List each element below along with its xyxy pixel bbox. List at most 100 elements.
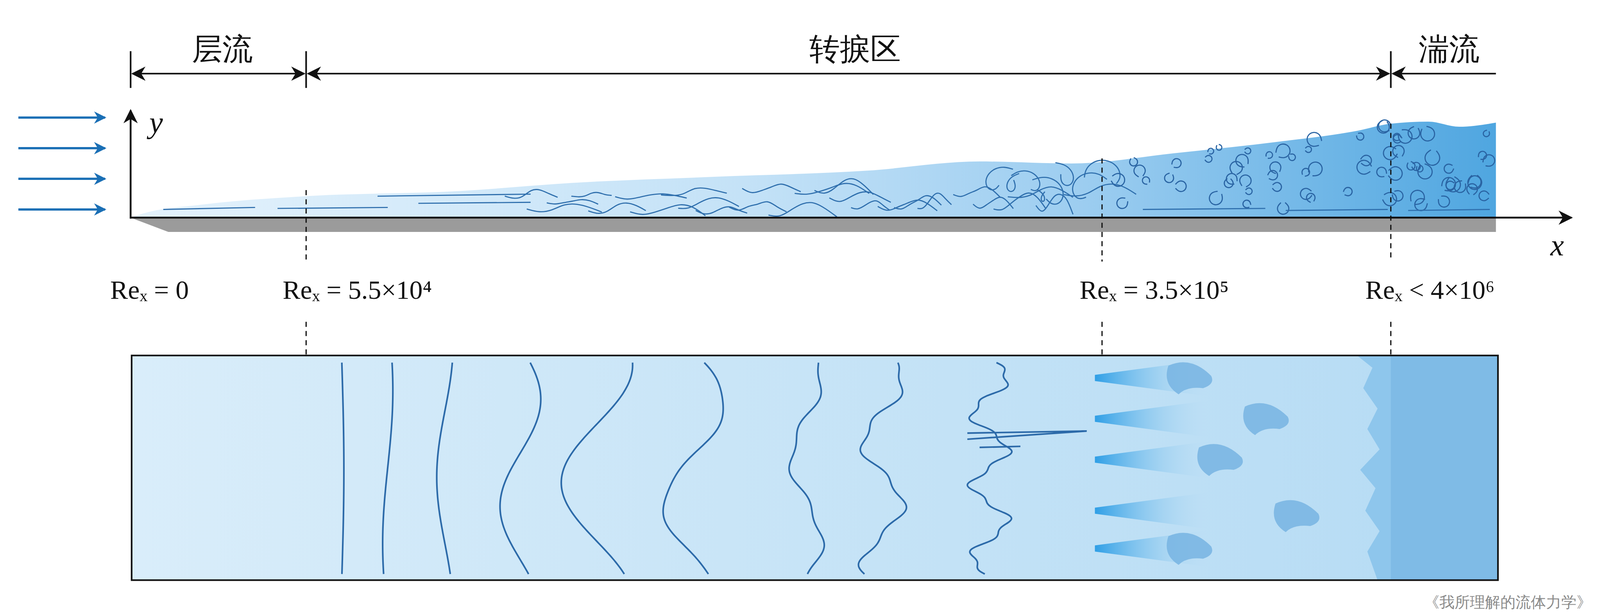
reynolds-label: Reₓ = 5.5×10⁴ bbox=[282, 275, 432, 305]
flow-curl bbox=[1072, 172, 1108, 199]
flow-streak bbox=[1063, 184, 1137, 196]
flat-plate bbox=[130, 217, 1496, 232]
turbulent-eddy bbox=[1277, 202, 1289, 215]
bracket-arrow bbox=[132, 72, 305, 75]
flow-streak bbox=[571, 192, 612, 197]
flow-streak bbox=[894, 195, 942, 209]
turbulent-eddy bbox=[1306, 193, 1316, 203]
turbulent-eddy bbox=[1308, 161, 1323, 176]
tollmien-schlichting-wave bbox=[499, 362, 541, 574]
y-axis bbox=[129, 110, 132, 219]
turbulent-eddy bbox=[1479, 190, 1490, 201]
bracket-arrow bbox=[308, 72, 1389, 75]
flow-curl bbox=[1006, 173, 1019, 192]
turbulent-eddy bbox=[1207, 148, 1214, 154]
turbulent-eddy bbox=[1444, 164, 1454, 174]
turbulent-eddy bbox=[1406, 161, 1415, 171]
region-label: 转捩区 bbox=[809, 32, 901, 66]
flow-streak bbox=[794, 183, 869, 195]
flow-streak bbox=[729, 201, 787, 212]
turbulent-spot bbox=[1273, 499, 1320, 532]
wall-streak bbox=[1285, 209, 1388, 211]
turbulent-eddy bbox=[1265, 151, 1273, 159]
bracket-tick bbox=[305, 51, 307, 88]
region-label: 湍流 bbox=[1418, 32, 1480, 66]
inflow-arrow bbox=[18, 146, 106, 150]
turbulent-eddy bbox=[1272, 182, 1282, 192]
flow-streak bbox=[504, 189, 558, 199]
inflow-arrow bbox=[18, 208, 106, 211]
turbulent-eddy bbox=[1226, 173, 1237, 185]
inflow-arrow bbox=[18, 116, 106, 119]
flow-streak bbox=[615, 193, 687, 199]
turbulent-eddy bbox=[1393, 133, 1401, 141]
turbulent-eddy bbox=[1307, 132, 1322, 147]
plan-border bbox=[131, 355, 1498, 580]
turbulent-eddy bbox=[1302, 168, 1310, 177]
flow-streak bbox=[953, 186, 1001, 198]
turbulent-eddy bbox=[1171, 158, 1182, 168]
turbulent-eddy bbox=[1267, 170, 1278, 180]
flow-streak bbox=[546, 199, 599, 205]
axis-label: x bbox=[1550, 228, 1565, 262]
turbulent-eddy bbox=[1392, 190, 1404, 201]
turbulent-eddy bbox=[1467, 175, 1482, 190]
turbulent-eddy bbox=[1245, 187, 1253, 195]
turbulent-eddy bbox=[1356, 132, 1364, 140]
wall-streak bbox=[1408, 209, 1490, 211]
turbulent-eddy bbox=[1420, 126, 1435, 141]
tollmien-schlichting-wave bbox=[382, 362, 393, 574]
station-line bbox=[1390, 123, 1392, 262]
turbulent-eddy bbox=[1288, 153, 1296, 161]
flow-streak bbox=[526, 204, 602, 213]
tollmien-schlichting-wave bbox=[967, 362, 1012, 574]
flow-streak bbox=[629, 204, 706, 216]
turbulent-eddy bbox=[1378, 119, 1392, 133]
turbulent-eddy bbox=[1478, 151, 1487, 160]
tollmien-schlichting-wave bbox=[858, 362, 907, 574]
x-axis bbox=[130, 216, 1572, 219]
turbulent-eddy bbox=[1129, 157, 1138, 166]
reynolds-label: Reₓ < 4×10⁶ bbox=[1365, 275, 1495, 305]
flow-curl bbox=[1011, 170, 1040, 191]
turbulent-eddy bbox=[1239, 174, 1252, 187]
turbulent-eddy bbox=[1424, 149, 1440, 165]
wave-spike bbox=[967, 430, 1087, 439]
boundary-layer bbox=[130, 121, 1496, 218]
turbulent-eddy bbox=[1216, 144, 1222, 151]
turbulent-spot bbox=[1166, 361, 1213, 394]
turbulent-eddy bbox=[1483, 130, 1490, 137]
turbulent-region bbox=[1390, 355, 1498, 580]
inflow-arrow bbox=[18, 177, 106, 180]
tollmien-schlichting-wave bbox=[341, 362, 344, 574]
reynolds-label: Reₓ = 0 bbox=[110, 275, 189, 305]
turbulent-eddy bbox=[1483, 154, 1495, 167]
wall-streak bbox=[1142, 208, 1266, 210]
flow-curl bbox=[986, 167, 1013, 190]
turbulent-eddy bbox=[1343, 187, 1352, 196]
turbulent-eddy bbox=[1410, 190, 1425, 205]
bracket-tick bbox=[1390, 51, 1392, 88]
flow-streak bbox=[829, 191, 891, 203]
turbulent-eddy bbox=[1164, 173, 1174, 183]
tollmien-schlichting-wave bbox=[789, 362, 825, 574]
turbulent-eddy bbox=[1356, 160, 1372, 174]
plan-panel bbox=[131, 355, 1498, 580]
turbulent-eddy bbox=[1441, 177, 1456, 191]
tollmien-schlichting-wave bbox=[561, 362, 633, 574]
turbulent-eddy bbox=[1209, 191, 1223, 205]
turbulent-spot bbox=[1243, 402, 1289, 435]
axis-label: y bbox=[149, 105, 163, 140]
station-line bbox=[305, 189, 307, 262]
watermark: 《我所理解的流体力学》 bbox=[1424, 593, 1592, 611]
reynolds-label: Reₓ = 3.5×10⁵ bbox=[1079, 275, 1229, 305]
tollmien-schlichting-wave bbox=[436, 362, 453, 574]
turbulent-eddy bbox=[1244, 147, 1252, 154]
spot-wake bbox=[1095, 492, 1210, 529]
flow-streak bbox=[588, 202, 646, 213]
flow-streak bbox=[851, 200, 890, 210]
turbulent-spot bbox=[1166, 532, 1213, 565]
turbulent-eddy bbox=[1142, 176, 1150, 185]
turbulent-eddy bbox=[1116, 197, 1128, 209]
